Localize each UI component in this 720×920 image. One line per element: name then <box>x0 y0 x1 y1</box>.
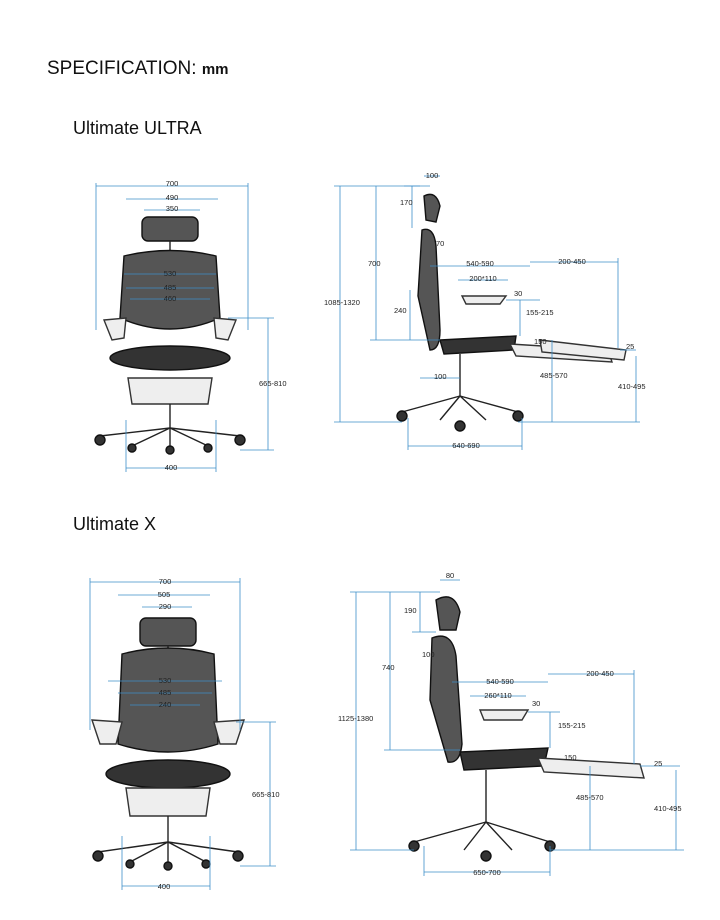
dim-x-base-depth: 650-700 <box>473 868 501 877</box>
dim-ultra-back3: 460 <box>164 294 177 303</box>
headrest <box>435 596 461 631</box>
dim-ultra-lumbar-gap: 100 <box>434 372 447 381</box>
dim-ultra-foot-floor: 410-495 <box>618 382 646 391</box>
headrest <box>423 193 441 223</box>
dim-x-seat-depth: 540-590 <box>486 677 514 686</box>
seat <box>439 335 517 355</box>
seat <box>109 345 231 371</box>
dim-x-base: 400 <box>158 882 171 891</box>
backrest <box>417 228 441 351</box>
dim-ultra-back-h: 700 <box>368 259 381 268</box>
dim-x-arm-h: 155-215 <box>558 721 586 730</box>
seat <box>105 759 231 789</box>
ultra-side-chair <box>396 193 627 432</box>
backrest <box>117 647 219 753</box>
dim-x-foot-floor: 410-495 <box>654 804 682 813</box>
dim-x-seat-angle: 150 <box>564 753 577 762</box>
dim-ultra-seat-depth: 540-590 <box>466 259 494 268</box>
dim-ultra-head-inner: 350 <box>166 204 179 213</box>
dim-ultra-head-drop: 170 <box>400 198 413 207</box>
left-armrest <box>91 719 123 745</box>
dim-x-arm-height: 665-810 <box>252 790 280 799</box>
dim-ultra-arm-height: 665-810 <box>259 379 287 388</box>
model-title-ultra: Ultimate ULTRA <box>73 118 202 138</box>
x-side-dimensions: 80 190 100 740 1125-1380 540-590 260*110… <box>338 571 684 877</box>
dim-x-head-outer: 505 <box>158 590 171 599</box>
headrest <box>141 216 199 242</box>
dim-ultra-arm-angle: 30 <box>514 289 522 298</box>
armrest <box>460 295 508 305</box>
left-armrest <box>103 317 127 341</box>
dim-x-recline: 100 <box>422 650 435 659</box>
dim-x-head-inner: 290 <box>159 602 172 611</box>
footrest <box>536 757 645 779</box>
dim-ultra-arm-h: 155-215 <box>526 308 554 317</box>
page-heading: SPECIFICATION: mm <box>47 58 229 80</box>
dim-ultra-overall-h: 1085-1320 <box>324 298 360 307</box>
dim-ultra-recline: 70 <box>436 239 444 248</box>
x-side-chair <box>408 596 645 862</box>
dim-x-foot-h: 25 <box>654 759 662 768</box>
dim-x-footrest-ext: 200-450 <box>586 669 614 678</box>
dim-x-back1: 530 <box>159 676 172 685</box>
backrest <box>429 635 463 763</box>
headrest <box>139 617 197 647</box>
dim-ultra-base: 400 <box>165 463 178 472</box>
dim-x-overall-h: 1125-1380 <box>338 714 373 723</box>
model-title-x: Ultimate X <box>73 514 157 534</box>
dim-ultra-width: 700 <box>166 179 179 188</box>
armrest <box>478 709 530 721</box>
ultra-front-chair <box>94 216 246 455</box>
dim-ultra-head-outer: 490 <box>166 193 179 202</box>
x-front-dimensions: 700 505 290 530 485 240 665-810 400 <box>89 577 280 891</box>
dim-x-back-h: 740 <box>382 663 395 672</box>
spec-label: SPECIFICATION: <box>47 58 197 79</box>
dim-ultra-head-depth: 100 <box>426 171 439 180</box>
dim-ultra-seat-angle: 150 <box>534 337 547 346</box>
right-armrest <box>213 317 237 341</box>
dim-x-back2: 485 <box>159 688 172 697</box>
dim-ultra-footrest-ext: 200-450 <box>558 257 586 266</box>
dim-x-arm-angle: 30 <box>532 699 540 708</box>
dim-ultra-seat-h: 485-570 <box>540 371 568 380</box>
dim-x-seat-h: 485-570 <box>576 793 604 802</box>
dim-x-lumbar-pad: 260*110 <box>484 691 511 700</box>
dim-x-width: 700 <box>159 577 172 586</box>
dim-x-head-depth: 80 <box>446 571 454 580</box>
dim-ultra-back1: 530 <box>164 269 177 278</box>
dim-ultra-back2: 485 <box>164 283 177 292</box>
dim-ultra-base-depth: 640-690 <box>452 441 480 450</box>
dim-ultra-foot-h: 25 <box>626 342 634 351</box>
dim-x-back3: 240 <box>159 700 172 709</box>
spec-unit: mm <box>201 61 229 78</box>
dim-ultra-lumbar-pad: 200*110 <box>469 274 496 283</box>
dim-ultra-lumbar: 240 <box>394 306 407 315</box>
seat <box>459 747 549 771</box>
ultra-side-dimensions: 100 170 70 700 1085-1320 240 540-590 200… <box>324 171 646 450</box>
right-armrest <box>213 719 245 745</box>
dim-x-head-drop: 190 <box>404 606 417 615</box>
ultra-front-dimensions: 700 490 350 530 485 460 665-810 400 <box>95 179 287 472</box>
x-front-chair <box>91 617 245 871</box>
